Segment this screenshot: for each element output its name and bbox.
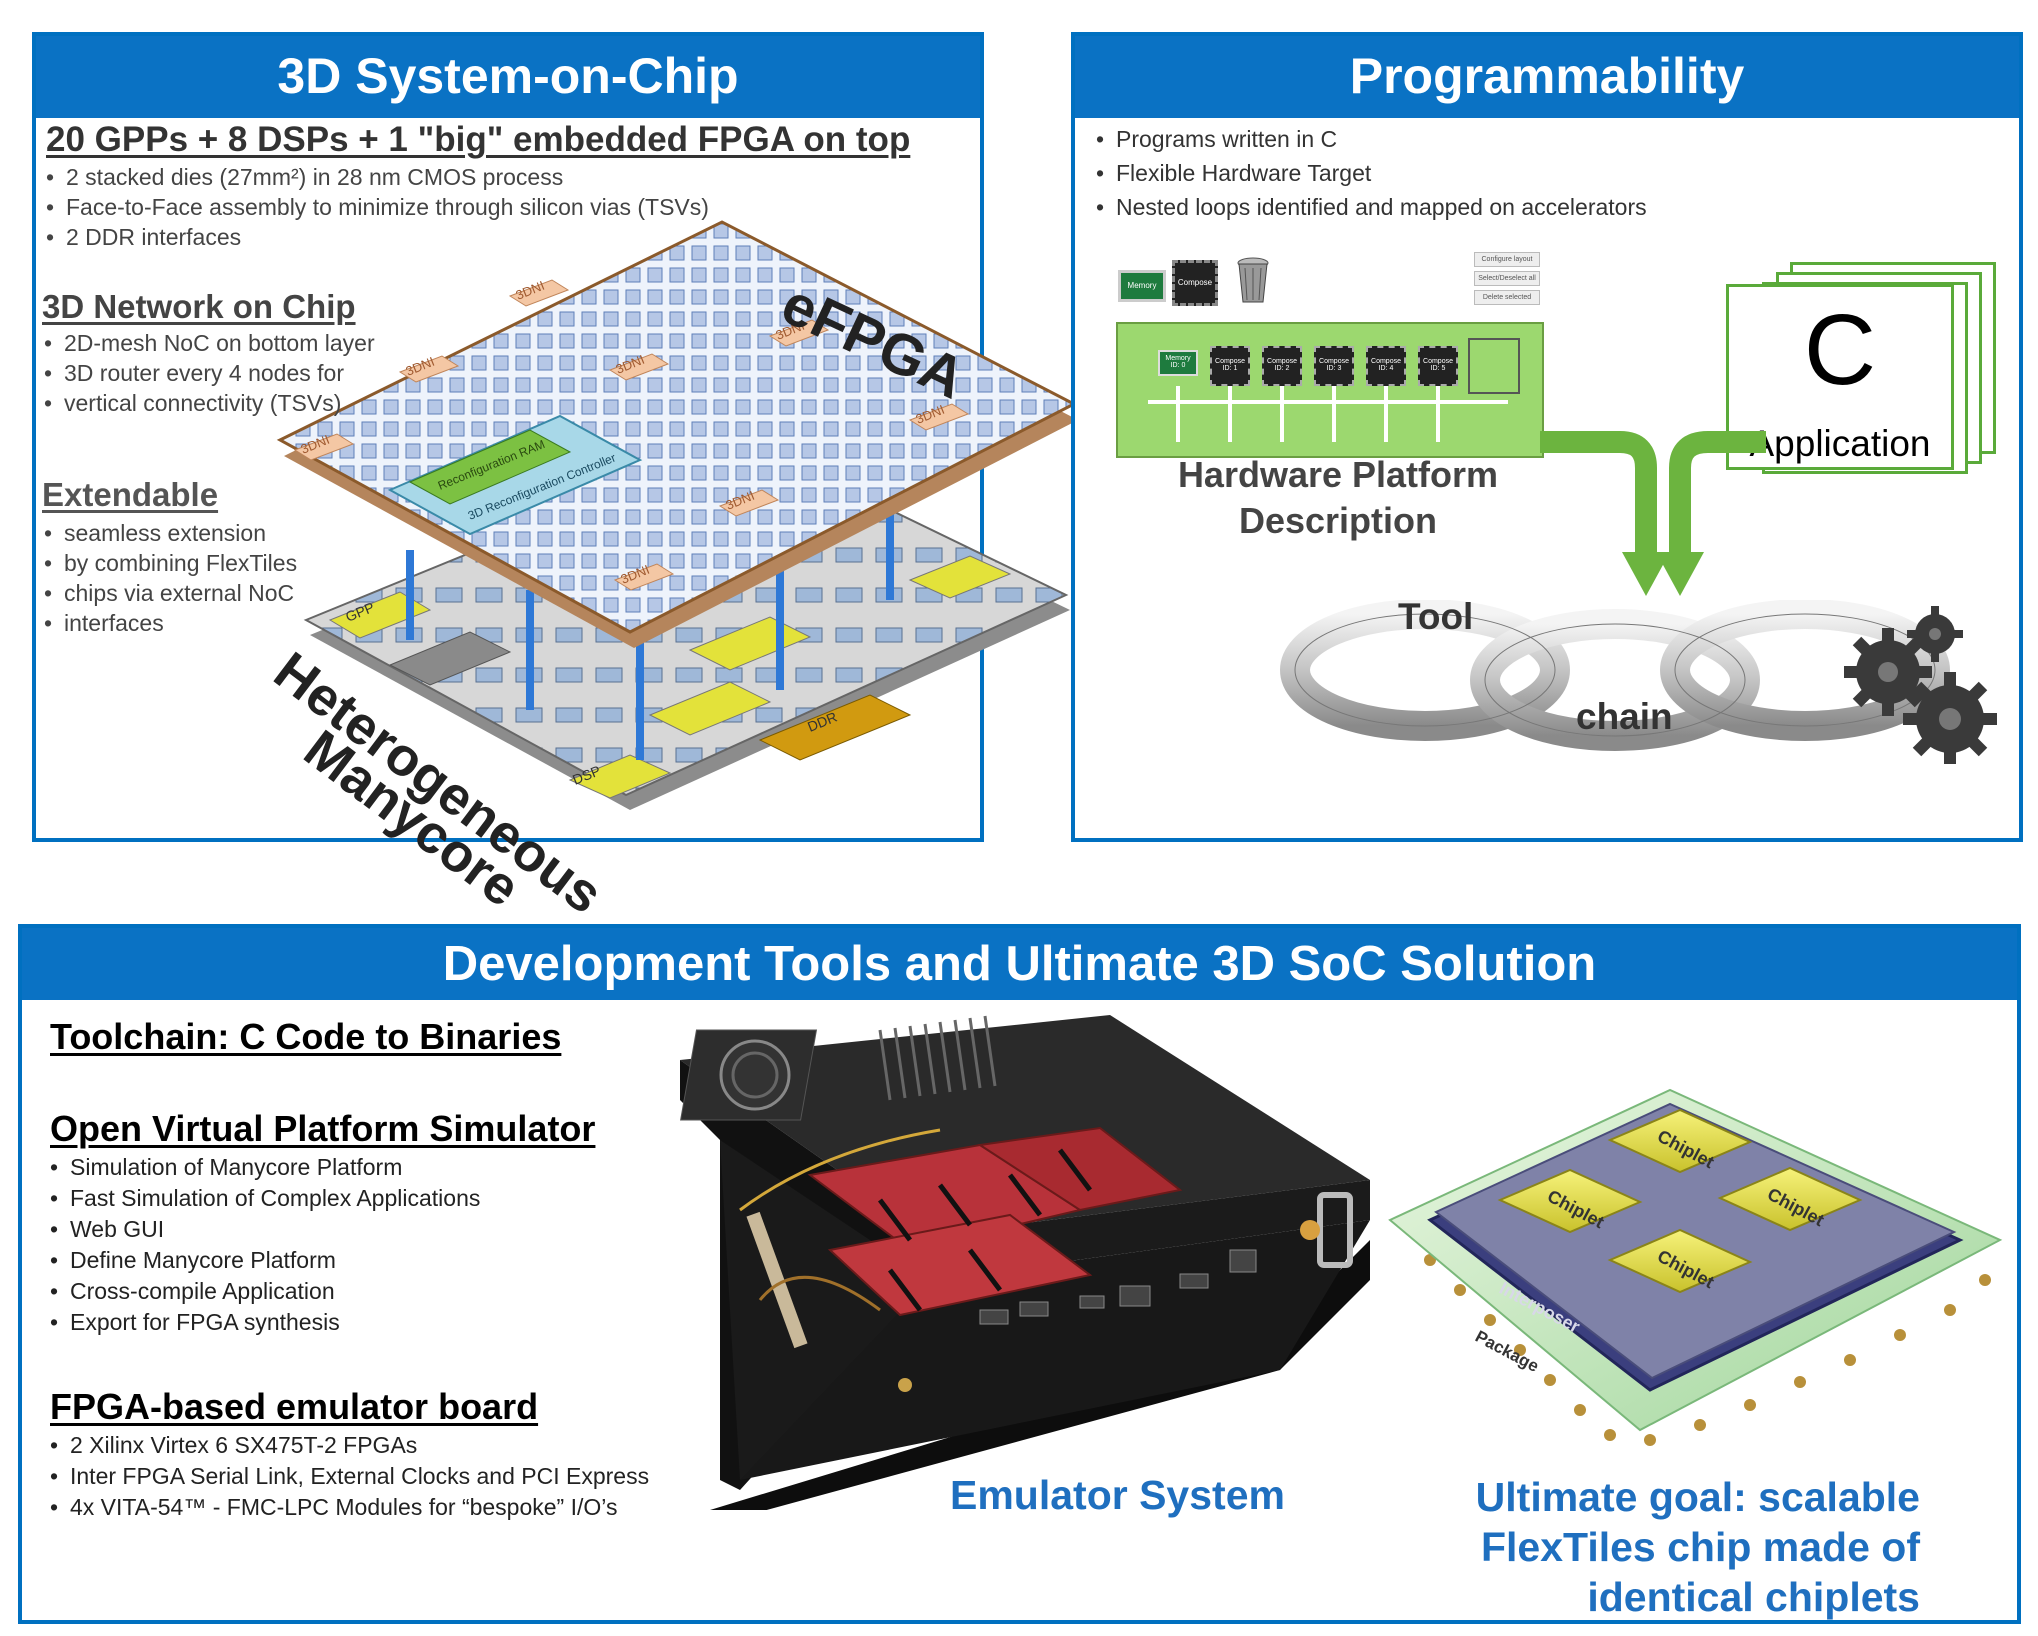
emulator-box-illustration	[680, 1015, 1370, 1510]
memory-icon: Memory	[1118, 270, 1166, 302]
ultimate-goal-line3: identical chiplets	[1587, 1574, 1920, 1620]
trash-icon	[1237, 257, 1269, 303]
bullet-item: 2 DDR interfaces	[44, 222, 709, 252]
heading-3d-noc: 3D Network on Chip	[42, 288, 356, 325]
tool-chain-links	[1280, 600, 1950, 751]
bullet-item: Export for FPGA synthesis	[48, 1307, 480, 1338]
bullet-item: seamless extension	[42, 518, 297, 548]
panel-programmability-title: Programmability	[1075, 36, 2019, 118]
platform-empty-slot	[1468, 338, 1520, 394]
application-label: Application	[1749, 423, 1931, 464]
bullet-item: Cross-compile Application	[48, 1276, 480, 1307]
platform-node[interactable]: Compose ID: 5	[1418, 346, 1458, 386]
select-deselect-all-button[interactable]: Select/Deselect all	[1474, 271, 1540, 286]
bullet-item: Programs written in C	[1094, 122, 1647, 156]
bullet-item: Face-to-Face assembly to minimize throug…	[44, 192, 709, 222]
efpga-layer: 3DNI 3DNI 3DNI 3DNI 3DNI 3DNI 3DNI 3DNI …	[276, 220, 1078, 648]
heading-fpga-emulator: FPGA-based emulator board	[50, 1386, 539, 1427]
layout-buttons: Configure layout Select/Deselect all Del…	[1474, 252, 1540, 305]
heading-toolchain: Toolchain: C Code to Binaries	[50, 1016, 562, 1057]
bullet-item: chips via external NoC	[42, 578, 297, 608]
3d-stack-illustration: GPP DSP DDR 3DNI 3DNI 3DNI 3DNI	[276, 220, 1078, 810]
hw-platform-label-line2: Description	[1238, 500, 1438, 541]
tsv-pillars	[406, 490, 894, 760]
ultimate-goal-line1: Ultimate goal: scalable	[1475, 1474, 1920, 1520]
bullets-programmability: Programs written in C Flexible Hardware …	[1094, 122, 1647, 224]
platform-bus-line	[1148, 400, 1508, 404]
heading-gpps-dsps-fpga: 20 GPPs + 8 DSPs + 1 "big" embedded FPGA…	[46, 120, 911, 159]
bullets-extendable: seamless extension by combining FlexTile…	[42, 518, 297, 638]
cable-bundle	[746, 1211, 808, 1349]
platform-node[interactable]: Memory ID: 0	[1158, 350, 1198, 376]
heading-ovp-simulator: Open Virtual Platform Simulator	[50, 1108, 596, 1149]
green-arrows	[1540, 431, 1766, 596]
platform-node[interactable]: Compose ID: 3	[1314, 346, 1354, 386]
bullet-item: interfaces	[42, 608, 297, 638]
chiplet-package-illustration: Chiplet Chiplet Chiplet Chiplet Interpos…	[1388, 1088, 2003, 1446]
emulator-system-caption: Emulator System	[950, 1472, 1285, 1518]
bullet-item: Web GUI	[48, 1214, 480, 1245]
panel-3d-soc-title: 3D System-on-Chip	[36, 36, 980, 118]
bullet-item: Nested loops identified and mapped on ac…	[1094, 190, 1647, 224]
fpga-boards	[807, 1126, 1183, 1317]
bullet-item: 3D router every 4 nodes for	[42, 358, 375, 388]
c-letter: C	[1803, 294, 1877, 406]
tool-label: Tool	[1398, 596, 1474, 637]
bullet-item: by combining FlexTiles	[42, 548, 297, 578]
bullet-item: 4x VITA-54™ - FMC-LPC Modules for “bespo…	[48, 1492, 649, 1523]
bullet-item: Simulation of Manycore Platform	[48, 1152, 480, 1183]
bullets-stacked-dies: 2 stacked dies (27mm²) in 28 nm CMOS pro…	[44, 162, 709, 252]
bullets-fpga-emulator: 2 Xilinx Virtex 6 SX475T-2 FPGAs Inter F…	[48, 1430, 649, 1523]
heading-extendable: Extendable	[42, 476, 219, 513]
vent-slots	[878, 1015, 997, 1101]
hw-platform-label-line1: Hardware Platform	[1177, 454, 1499, 495]
bullet-item: vertical connectivity (TSVs)	[42, 388, 375, 418]
panel-development-tools-title: Development Tools and Ultimate 3D SoC So…	[22, 928, 2017, 1000]
delete-selected-button[interactable]: Delete selected	[1474, 290, 1540, 305]
bullet-item: Fast Simulation of Complex Applications	[48, 1183, 480, 1214]
bullet-item: Define Manycore Platform	[48, 1245, 480, 1276]
platform-stubs	[1176, 386, 1476, 446]
configure-layout-button[interactable]: Configure layout	[1474, 252, 1540, 267]
bullet-item: 2D-mesh NoC on bottom layer	[42, 328, 375, 358]
bullet-item: 2 Xilinx Virtex 6 SX475T-2 FPGAs	[48, 1430, 649, 1461]
gears-icon	[1844, 606, 1997, 764]
bullets-3d-noc: 2D-mesh NoC on bottom layer 3D router ev…	[42, 328, 375, 418]
platform-node[interactable]: Compose ID: 4	[1366, 346, 1406, 386]
chiplet-dies	[1497, 1108, 1863, 1294]
bullet-item: Inter FPGA Serial Link, External Clocks …	[48, 1461, 649, 1492]
ultimate-goal-line2: FlexTiles chip made of	[1481, 1524, 1920, 1570]
chain-label: chain	[1576, 696, 1673, 737]
hardware-platform-canvas: Memory ID: 0 Compose ID: 1 Compose ID: 2…	[1116, 322, 1544, 458]
platform-node[interactable]: Compose ID: 2	[1262, 346, 1302, 386]
platform-node[interactable]: Compose ID: 1	[1210, 346, 1250, 386]
bullet-item: Flexible Hardware Target	[1094, 156, 1647, 190]
bullets-ovp-simulator: Simulation of Manycore Platform Fast Sim…	[48, 1152, 480, 1338]
front-panel-ports	[979, 1249, 1257, 1325]
bullet-item: 2 stacked dies (27mm²) in 28 nm CMOS pro…	[44, 162, 709, 192]
compose-chip-icon: Compose	[1172, 260, 1218, 306]
